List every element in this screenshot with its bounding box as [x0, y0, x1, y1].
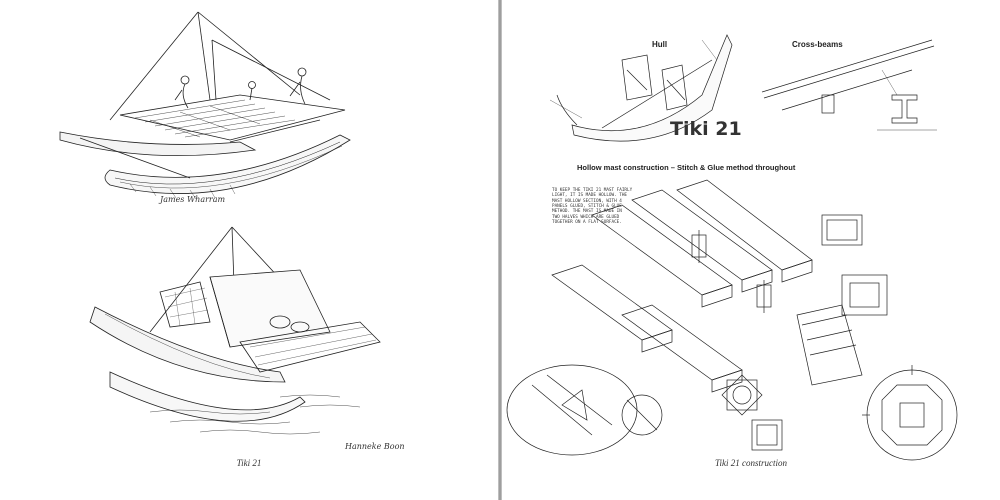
handwritten-note: TO KEEP THE TIKI 21 MAST FAIRLY LIGHT, I…	[552, 188, 633, 226]
catamaran-illustration-top	[59, 11, 351, 200]
right-page: Hull Cross-beams	[502, 0, 1000, 500]
catamaran-illustration-bottom	[89, 226, 381, 435]
mast-construction-drawings	[506, 179, 958, 461]
artist-signature: James Wharram	[160, 195, 226, 204]
hull-label: Hull	[652, 40, 668, 49]
book-gutter	[498, 0, 502, 500]
left-page: James Wharram	[0, 0, 498, 500]
artist-signature: Hanneke Boon	[345, 442, 405, 451]
right-page-caption: Tiki 21 construction	[715, 458, 787, 468]
cross-beams-label: Cross-beams	[792, 40, 843, 49]
hull-and-beam-drawings	[549, 34, 937, 142]
left-page-caption: Tiki 21	[236, 458, 262, 468]
section-heading: Hollow mast construction – Stitch & Glue…	[577, 163, 796, 172]
page-title: Tiki 21	[670, 118, 742, 140]
